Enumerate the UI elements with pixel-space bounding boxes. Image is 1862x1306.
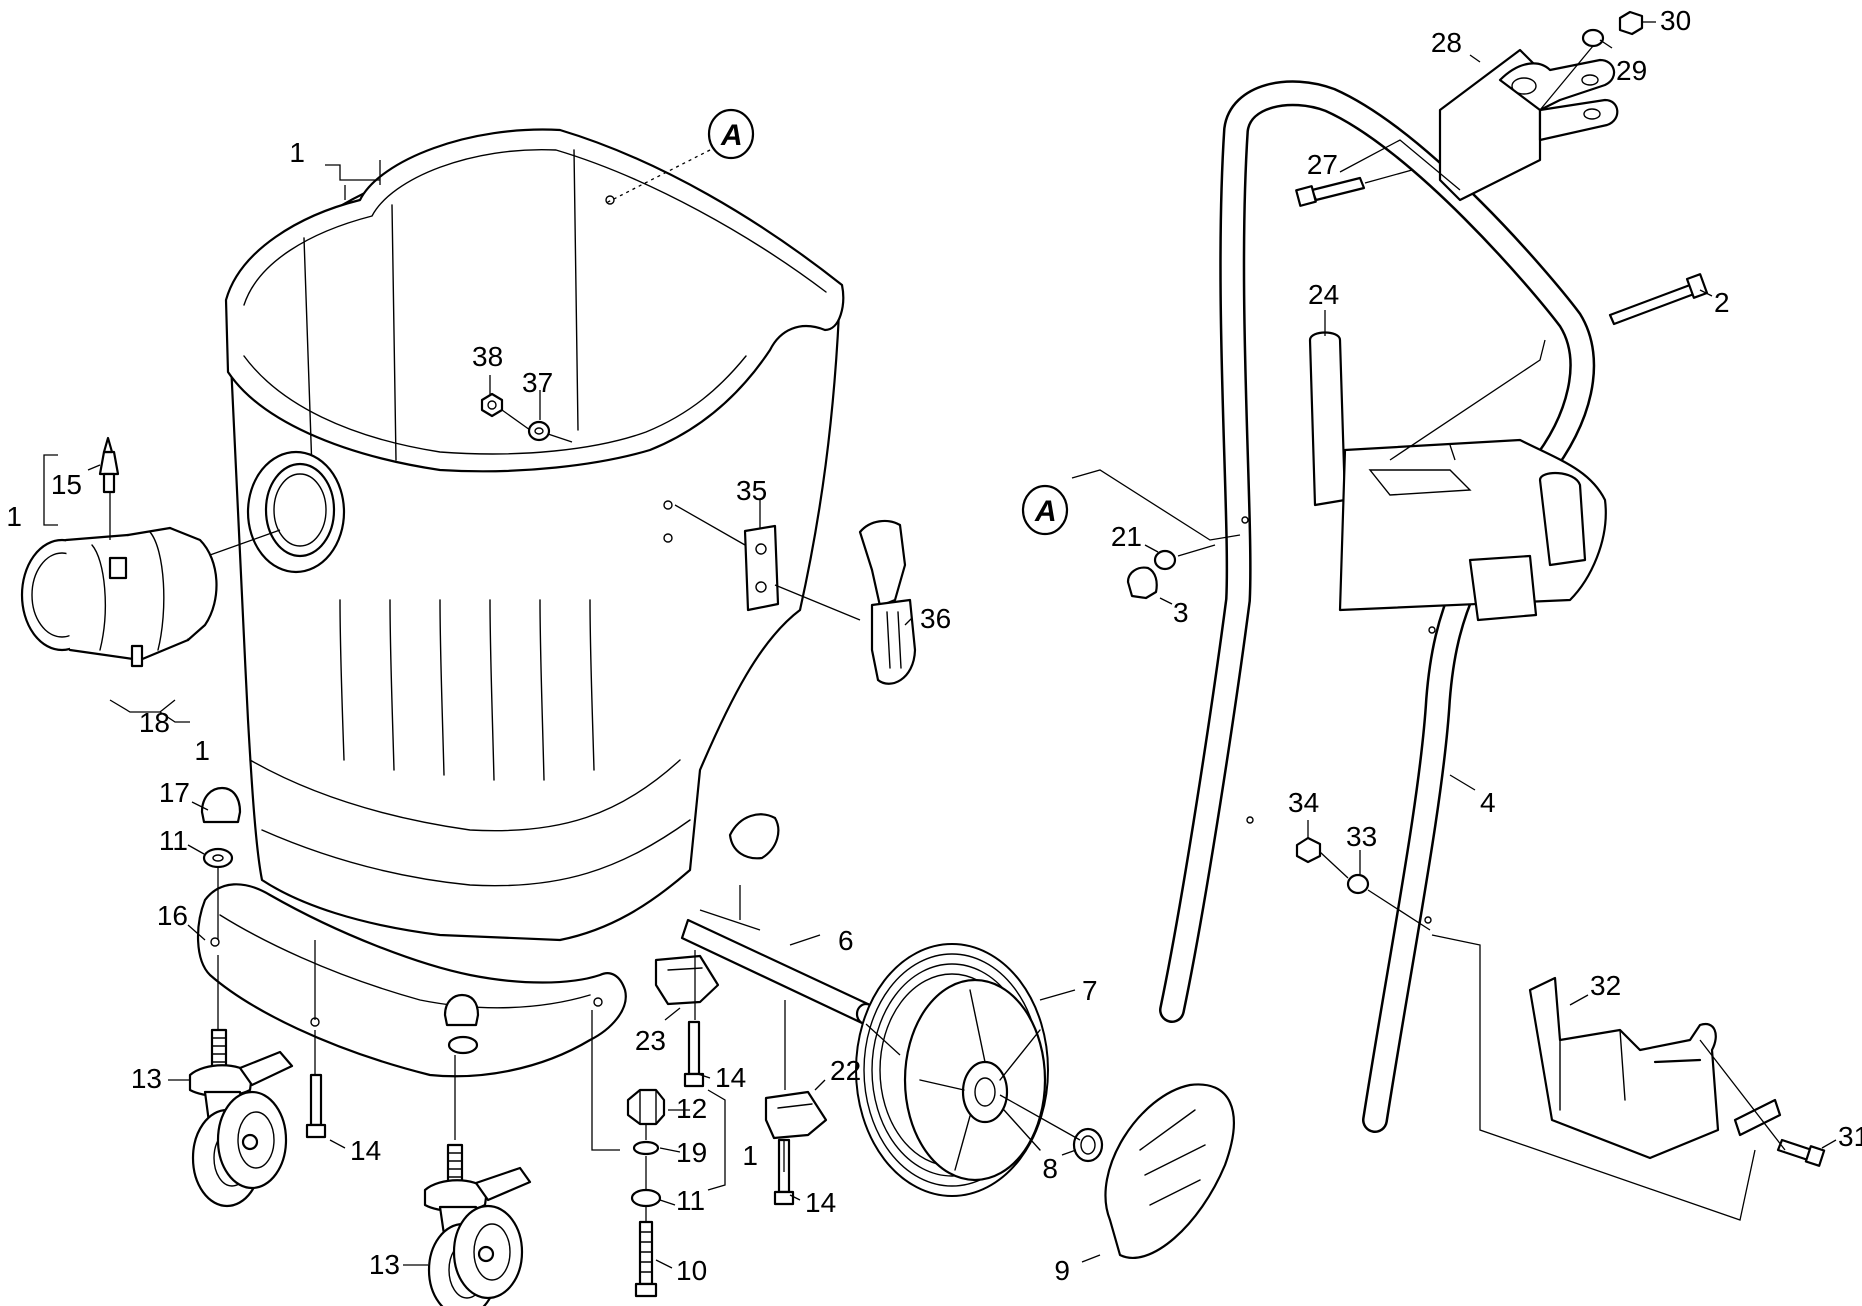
- callout-1c: 1: [194, 735, 210, 766]
- reference-marks: A A: [720, 119, 1057, 528]
- caster-upper: [188, 1028, 294, 1208]
- nut-12: [626, 1088, 666, 1126]
- cap-nut-17: [200, 786, 242, 824]
- washer-11-upper: [202, 847, 234, 869]
- latch: [858, 519, 917, 685]
- callout-16: 16: [157, 900, 188, 931]
- screw-27: [1295, 176, 1366, 207]
- callout-29: 29: [1616, 55, 1647, 86]
- reference-mark-a-top: A: [720, 119, 743, 152]
- leader-lines: [43, 21, 1837, 1269]
- callout-21: 21: [1111, 521, 1142, 552]
- callout-1b: 1: [6, 501, 22, 532]
- reference-mark-a-right: A: [1034, 495, 1057, 528]
- callout-10: 10: [676, 1255, 707, 1286]
- callout-1d: 1: [742, 1140, 758, 1171]
- cap-nut-base: [443, 993, 480, 1027]
- callout-labels: 1 1 1 1 2 3 4 6 7 8 9 10 11 11 12 13 13 …: [6, 5, 1862, 1286]
- callout-7: 7: [1082, 975, 1098, 1006]
- callout-24: 24: [1308, 279, 1339, 310]
- callout-37: 37: [522, 367, 553, 398]
- screw-14-left: [305, 1073, 327, 1139]
- screw-31: [1776, 1138, 1826, 1167]
- callout-14c: 14: [805, 1187, 836, 1218]
- callout-11a: 11: [159, 825, 188, 856]
- callout-35: 35: [736, 475, 767, 506]
- callout-12: 12: [676, 1093, 707, 1124]
- bolt-2: [1608, 273, 1709, 326]
- o-ring-19: [632, 1140, 660, 1156]
- callout-27: 27: [1307, 149, 1338, 180]
- callout-18: 18: [139, 707, 170, 738]
- clip-plate: [743, 524, 780, 612]
- callout-4: 4: [1480, 787, 1496, 818]
- callout-33: 33: [1346, 821, 1377, 852]
- washer-29: [1581, 28, 1605, 48]
- callout-34: 34: [1288, 787, 1319, 818]
- washer-base: [447, 1035, 479, 1055]
- callout-6: 6: [838, 925, 854, 956]
- cap-nut-3: [1126, 566, 1158, 600]
- mount-32: [1528, 976, 1782, 1160]
- tank: [197, 128, 845, 1078]
- nut-34: [1295, 836, 1322, 864]
- bracket-28: [1438, 48, 1619, 202]
- callout-32: 32: [1590, 970, 1621, 1001]
- callout-22: 22: [830, 1055, 861, 1086]
- callout-13a: 13: [131, 1063, 162, 1094]
- screw-14-middle: [683, 1020, 705, 1088]
- hose-connector: [20, 436, 218, 668]
- washer-33: [1346, 873, 1370, 895]
- callout-23: 23: [635, 1025, 666, 1056]
- washer-37: [527, 420, 551, 442]
- washer-11-lower: [630, 1188, 662, 1208]
- callout-13b: 13: [369, 1249, 400, 1280]
- clip-22: [764, 1090, 828, 1140]
- callout-1a: 1: [289, 137, 305, 168]
- holder-24: [1308, 331, 1607, 622]
- callout-31: 31: [1838, 1121, 1862, 1152]
- callout-30: 30: [1660, 5, 1691, 36]
- callout-3: 3: [1173, 597, 1189, 628]
- callout-14a: 14: [350, 1135, 381, 1166]
- callout-36: 36: [920, 603, 951, 634]
- callout-8: 8: [1042, 1153, 1058, 1184]
- reference-circle-right: [1021, 484, 1069, 536]
- hubcap-9: [1104, 1083, 1235, 1259]
- callout-17: 17: [159, 777, 190, 808]
- callout-19: 19: [676, 1137, 707, 1168]
- callout-14b: 14: [715, 1062, 746, 1093]
- callout-15: 15: [51, 469, 82, 500]
- wheel-7: [855, 943, 1049, 1197]
- caster-lower: [423, 1143, 532, 1306]
- bolt-10: [634, 1220, 658, 1298]
- nut-30: [1618, 10, 1644, 36]
- callout-38: 38: [472, 341, 503, 372]
- clip-23: [654, 954, 720, 1006]
- callout-9: 9: [1054, 1255, 1070, 1286]
- nut-38: [480, 392, 504, 418]
- callout-11b: 11: [676, 1185, 705, 1216]
- callout-28: 28: [1431, 27, 1462, 58]
- washer-21: [1153, 549, 1177, 571]
- reference-circle-top: [707, 108, 755, 160]
- ring-8: [1072, 1127, 1104, 1163]
- callout-2: 2: [1714, 287, 1730, 318]
